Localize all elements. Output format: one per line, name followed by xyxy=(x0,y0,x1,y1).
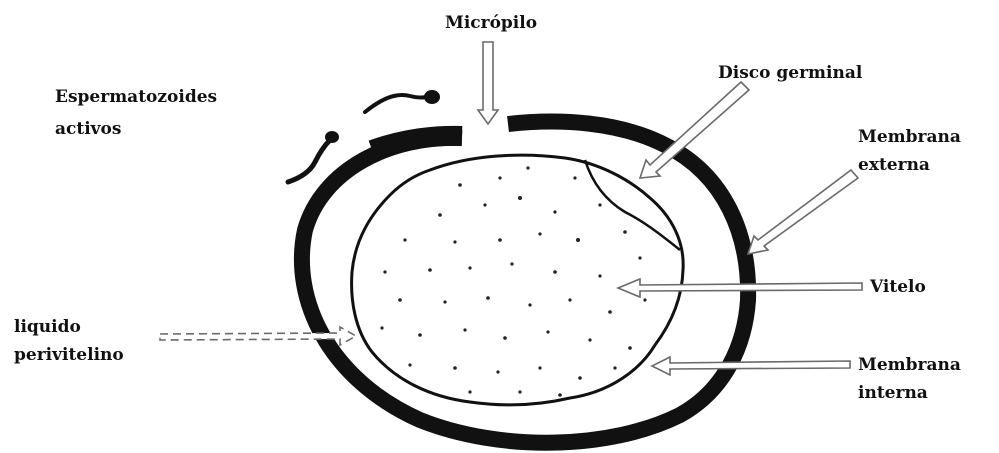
label-espermatozoides: Espermatozoides xyxy=(55,86,217,108)
label-membrana-externa-2: externa xyxy=(858,154,930,176)
arrow-micropilo xyxy=(478,42,498,124)
label-membrana-interna-2: interna xyxy=(858,382,928,404)
arrow-membrana-externa xyxy=(748,170,858,254)
label-perivitelino: perivitelino xyxy=(14,344,124,366)
label-vitelo: Vitelo xyxy=(870,276,926,298)
arrow-membrana-interna xyxy=(652,357,850,375)
label-micropilo: Micrópilo xyxy=(445,12,537,34)
outer-membrane-top-left xyxy=(372,136,462,150)
label-liquido: liquido xyxy=(14,316,81,338)
label-membrana-externa-1: Membrana xyxy=(858,126,961,148)
label-activos: activos xyxy=(55,118,121,140)
spermatozoon-2 xyxy=(288,140,330,182)
inner-membrane xyxy=(352,155,684,405)
label-disco-germinal: Disco germinal xyxy=(718,62,862,84)
spermatozoon-1 xyxy=(365,95,430,112)
label-membrana-interna-1: Membrana xyxy=(858,354,961,376)
